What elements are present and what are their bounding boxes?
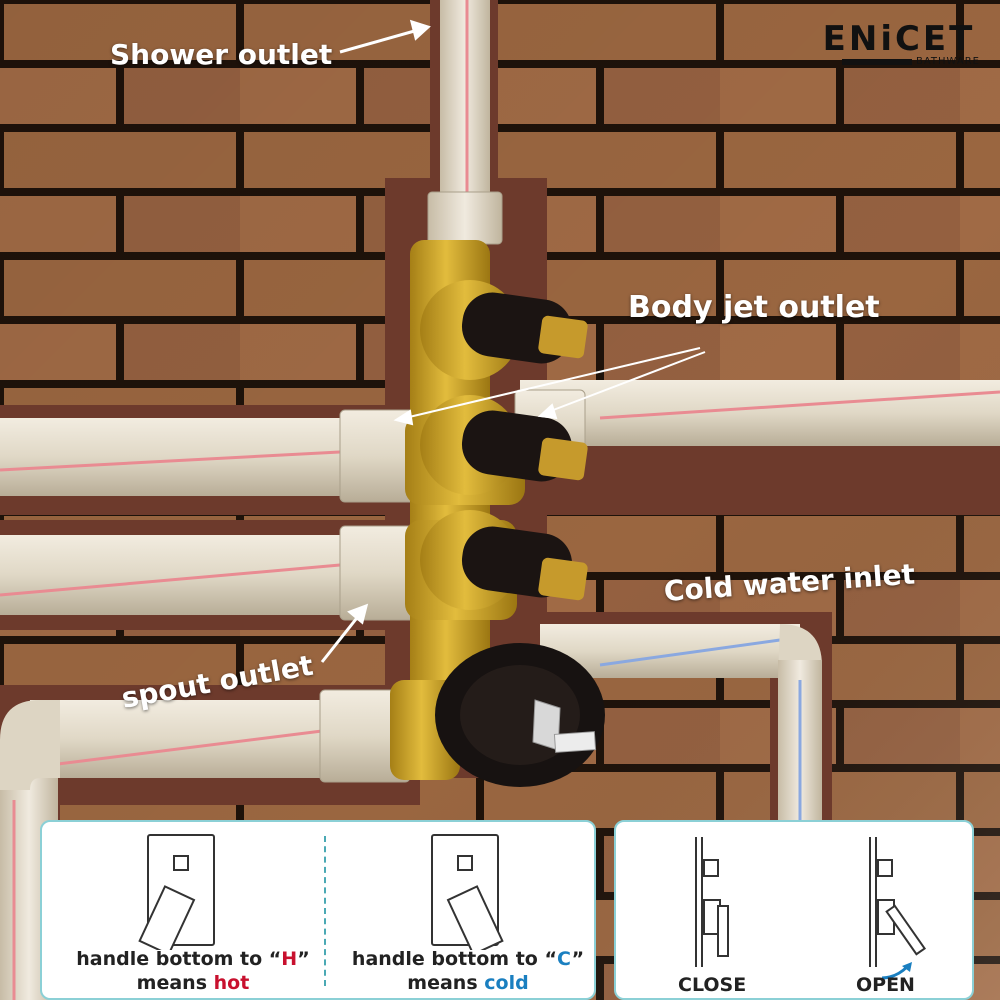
- brand-name: ENiCET: [822, 19, 976, 59]
- hot-letter: H: [281, 948, 298, 970]
- brand-logo: ENiCET BATHWARE: [818, 20, 980, 67]
- cold-instruction-text: handle bottom to “C” means cold: [338, 947, 598, 995]
- open-arrow-icon: [881, 962, 912, 980]
- temperature-instruction-panel: handle bottom to “H” means hot handle bo…: [40, 820, 596, 1000]
- handle-diagram-hot: [138, 834, 215, 950]
- cold-suffix: ”: [571, 948, 585, 970]
- mixer-cartridge: [435, 643, 605, 787]
- brand-subline: BATHWARE: [818, 56, 980, 67]
- arrow-spout-outlet: [320, 603, 369, 663]
- cold-letter: C: [556, 948, 572, 970]
- hot-prefix: handle bottom to “: [76, 948, 282, 970]
- spout-outlet-pipe: [0, 689, 420, 1000]
- hot-instruction-text: handle bottom to “H” means hot: [60, 947, 326, 995]
- diverter-cap-middle: [461, 410, 588, 482]
- diverter-cap-top: [461, 292, 588, 364]
- second-outlet-pipe: [0, 525, 420, 621]
- close-label: CLOSE: [678, 974, 747, 996]
- hot-means: means: [136, 972, 208, 994]
- body-jet-pipe-left: [0, 409, 420, 503]
- cold-word: cold: [484, 972, 529, 994]
- label-body-jet-outlet: Body jet outlet: [628, 290, 880, 325]
- handle-diagram-cold: [431, 834, 504, 950]
- label-shower-outlet: Shower outlet: [110, 38, 333, 71]
- brand-tagline: BATHWARE: [915, 56, 980, 67]
- shower-outlet-pipe: [427, 0, 503, 245]
- cold-prefix: handle bottom to “: [351, 948, 557, 970]
- cold-means: means: [407, 972, 478, 994]
- hot-word: hot: [213, 972, 250, 994]
- panel-divider: [324, 836, 326, 986]
- cold-water-inlet-pipe: [540, 624, 822, 820]
- diverter-cap-bottom: [461, 526, 588, 601]
- arrow-shower-outlet: [339, 19, 431, 54]
- brand-bar: [841, 58, 912, 65]
- open-label: OPEN: [856, 974, 915, 996]
- handle-side-open-diagram: [869, 837, 927, 967]
- arrow-body-jet-outlet: [393, 347, 706, 426]
- handle-side-close-diagram: [695, 837, 729, 967]
- hot-suffix: ”: [297, 948, 310, 970]
- flow-instruction-panel: CLOSE OPEN: [614, 820, 974, 1000]
